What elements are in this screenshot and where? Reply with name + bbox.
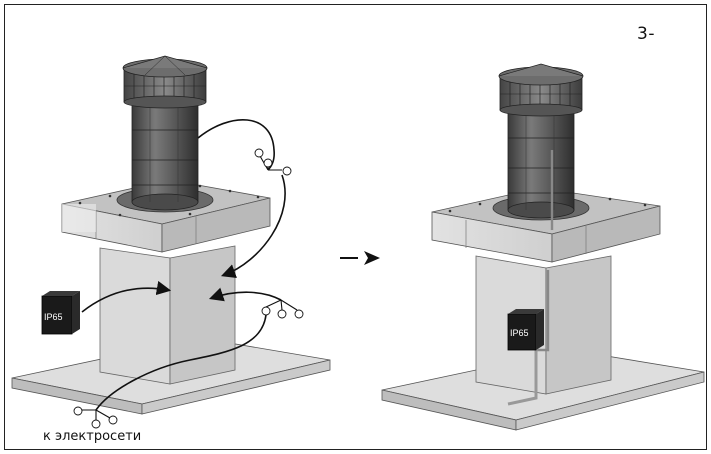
arrow-into-shaft	[208, 287, 282, 302]
transition-arrow	[340, 251, 380, 265]
shaft-left	[99, 245, 236, 385]
arrow-box-to-shaft	[81, 280, 172, 313]
fan-cap-right	[498, 63, 584, 117]
terminal-top	[254, 148, 292, 176]
ip65-box-right: IP65	[507, 309, 544, 351]
frame-border	[4, 4, 707, 450]
right-scene: IP65	[381, 63, 705, 431]
terminal-middle	[261, 299, 304, 319]
roof-curb-left	[61, 179, 271, 253]
left-scene: IP65	[11, 55, 331, 429]
fan-body-right	[507, 105, 575, 219]
cable-fan-to-terminal	[197, 119, 275, 171]
arrow-cable-down	[220, 174, 286, 278]
terminal-bottom	[73, 406, 118, 429]
step-label: 3-	[637, 24, 655, 44]
fan-cap-left	[122, 55, 208, 109]
fan-body-left	[131, 97, 199, 211]
cable-to-power	[95, 314, 267, 411]
ip65-label-left: IP65	[44, 312, 63, 322]
ip65-label-right: IP65	[510, 328, 529, 338]
ip65-box-left: IP65	[41, 291, 80, 335]
power-caption: к электросети	[43, 429, 142, 444]
